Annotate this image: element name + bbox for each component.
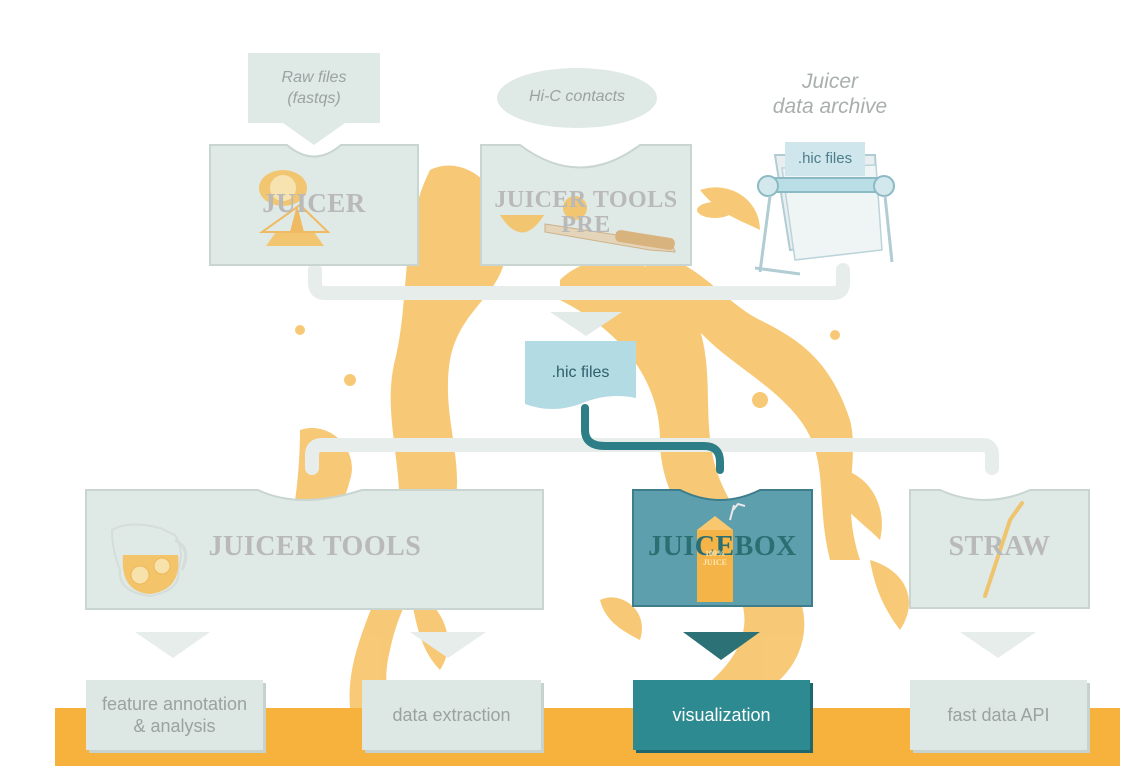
output-api-label: fast data API xyxy=(947,704,1050,725)
arrow-api xyxy=(960,632,1036,658)
output-feature-label: feature annotation & analysis xyxy=(101,693,248,737)
juicer-tools-title: JUICER TOOLS xyxy=(208,531,422,562)
top-down-arrow xyxy=(550,312,622,336)
arrow-visualization xyxy=(683,632,760,660)
output-data-extraction: data extraction xyxy=(362,680,541,750)
output-visualization: visualization xyxy=(633,680,810,750)
output-feature-annotation: feature annotation & analysis xyxy=(86,680,263,750)
top-connector xyxy=(308,263,850,300)
raw-files-label: Raw files (fastqs) xyxy=(281,69,347,107)
straw-icon xyxy=(983,501,1024,598)
lemon-squeezer-icon xyxy=(258,170,331,246)
raw-files-callout xyxy=(248,53,380,145)
arrow-extraction xyxy=(410,632,486,658)
lemon-knife-icon xyxy=(500,196,676,253)
output-fast-data-api: fast data API xyxy=(910,680,1087,750)
carton-label: 100% JUICE xyxy=(702,549,727,567)
arrow-feature xyxy=(135,632,210,658)
juicer-title: JUICER xyxy=(262,188,366,218)
juicebox-connector xyxy=(581,404,724,474)
archive-card-label: .hic files xyxy=(797,150,853,167)
output-visualization-label: visualization xyxy=(672,704,771,725)
pitcher-icon xyxy=(110,523,188,598)
juicer-tools-pre-title: JUICER TOOLS PRE xyxy=(494,187,678,239)
output-extraction-label: data extraction xyxy=(392,704,511,725)
juicer-tools-card xyxy=(85,489,544,610)
juicer-card xyxy=(209,144,419,266)
juice-carton-icon xyxy=(697,502,746,602)
hub-label: .hic files xyxy=(551,364,610,381)
straw-title: STRAW xyxy=(948,531,1051,562)
archive-card-bg xyxy=(785,142,865,176)
archive-title: Juicer data archive xyxy=(772,70,888,118)
hub-card xyxy=(525,341,636,409)
juicebox-title: JUICEBOX xyxy=(648,531,797,562)
hic-contacts-ellipse xyxy=(497,68,657,128)
rolodex-icon xyxy=(754,154,895,276)
hic-contacts-label: Hi-C contacts xyxy=(528,88,626,105)
